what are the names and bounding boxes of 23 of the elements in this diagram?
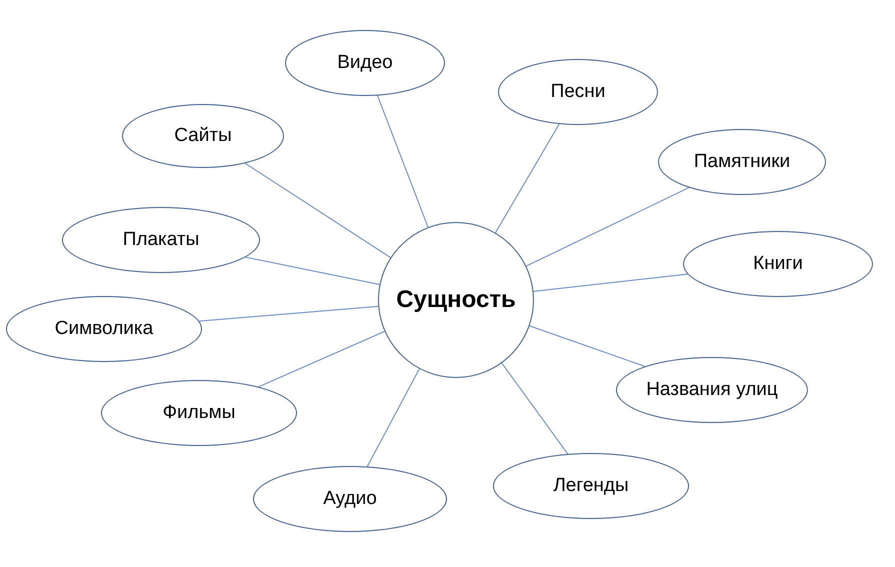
node-label: Символика	[54, 318, 154, 340]
node-label: Легенды	[553, 475, 629, 497]
connector-line	[366, 368, 420, 468]
connector-line	[533, 274, 688, 292]
connector-line	[377, 95, 429, 228]
connector-line	[529, 325, 646, 367]
node-label: Книги	[753, 253, 803, 275]
node-label: Памятники	[694, 151, 790, 173]
connector-line	[494, 124, 560, 234]
node-label: Фильмы	[162, 402, 236, 424]
connector-line	[198, 306, 379, 322]
connector-line	[258, 330, 386, 388]
node-label: Сущность	[396, 286, 516, 314]
node-label: Названия улиц	[646, 379, 778, 401]
node-label: Видео	[337, 52, 393, 74]
connector-line	[244, 162, 392, 258]
node-label: Песни	[550, 81, 606, 103]
node-label: Плакаты	[122, 229, 200, 251]
node-label: Аудио	[323, 488, 377, 510]
connector-line	[526, 187, 690, 267]
node-label: Сайты	[174, 125, 232, 147]
connector-line	[245, 256, 380, 285]
connector-line	[501, 362, 568, 454]
